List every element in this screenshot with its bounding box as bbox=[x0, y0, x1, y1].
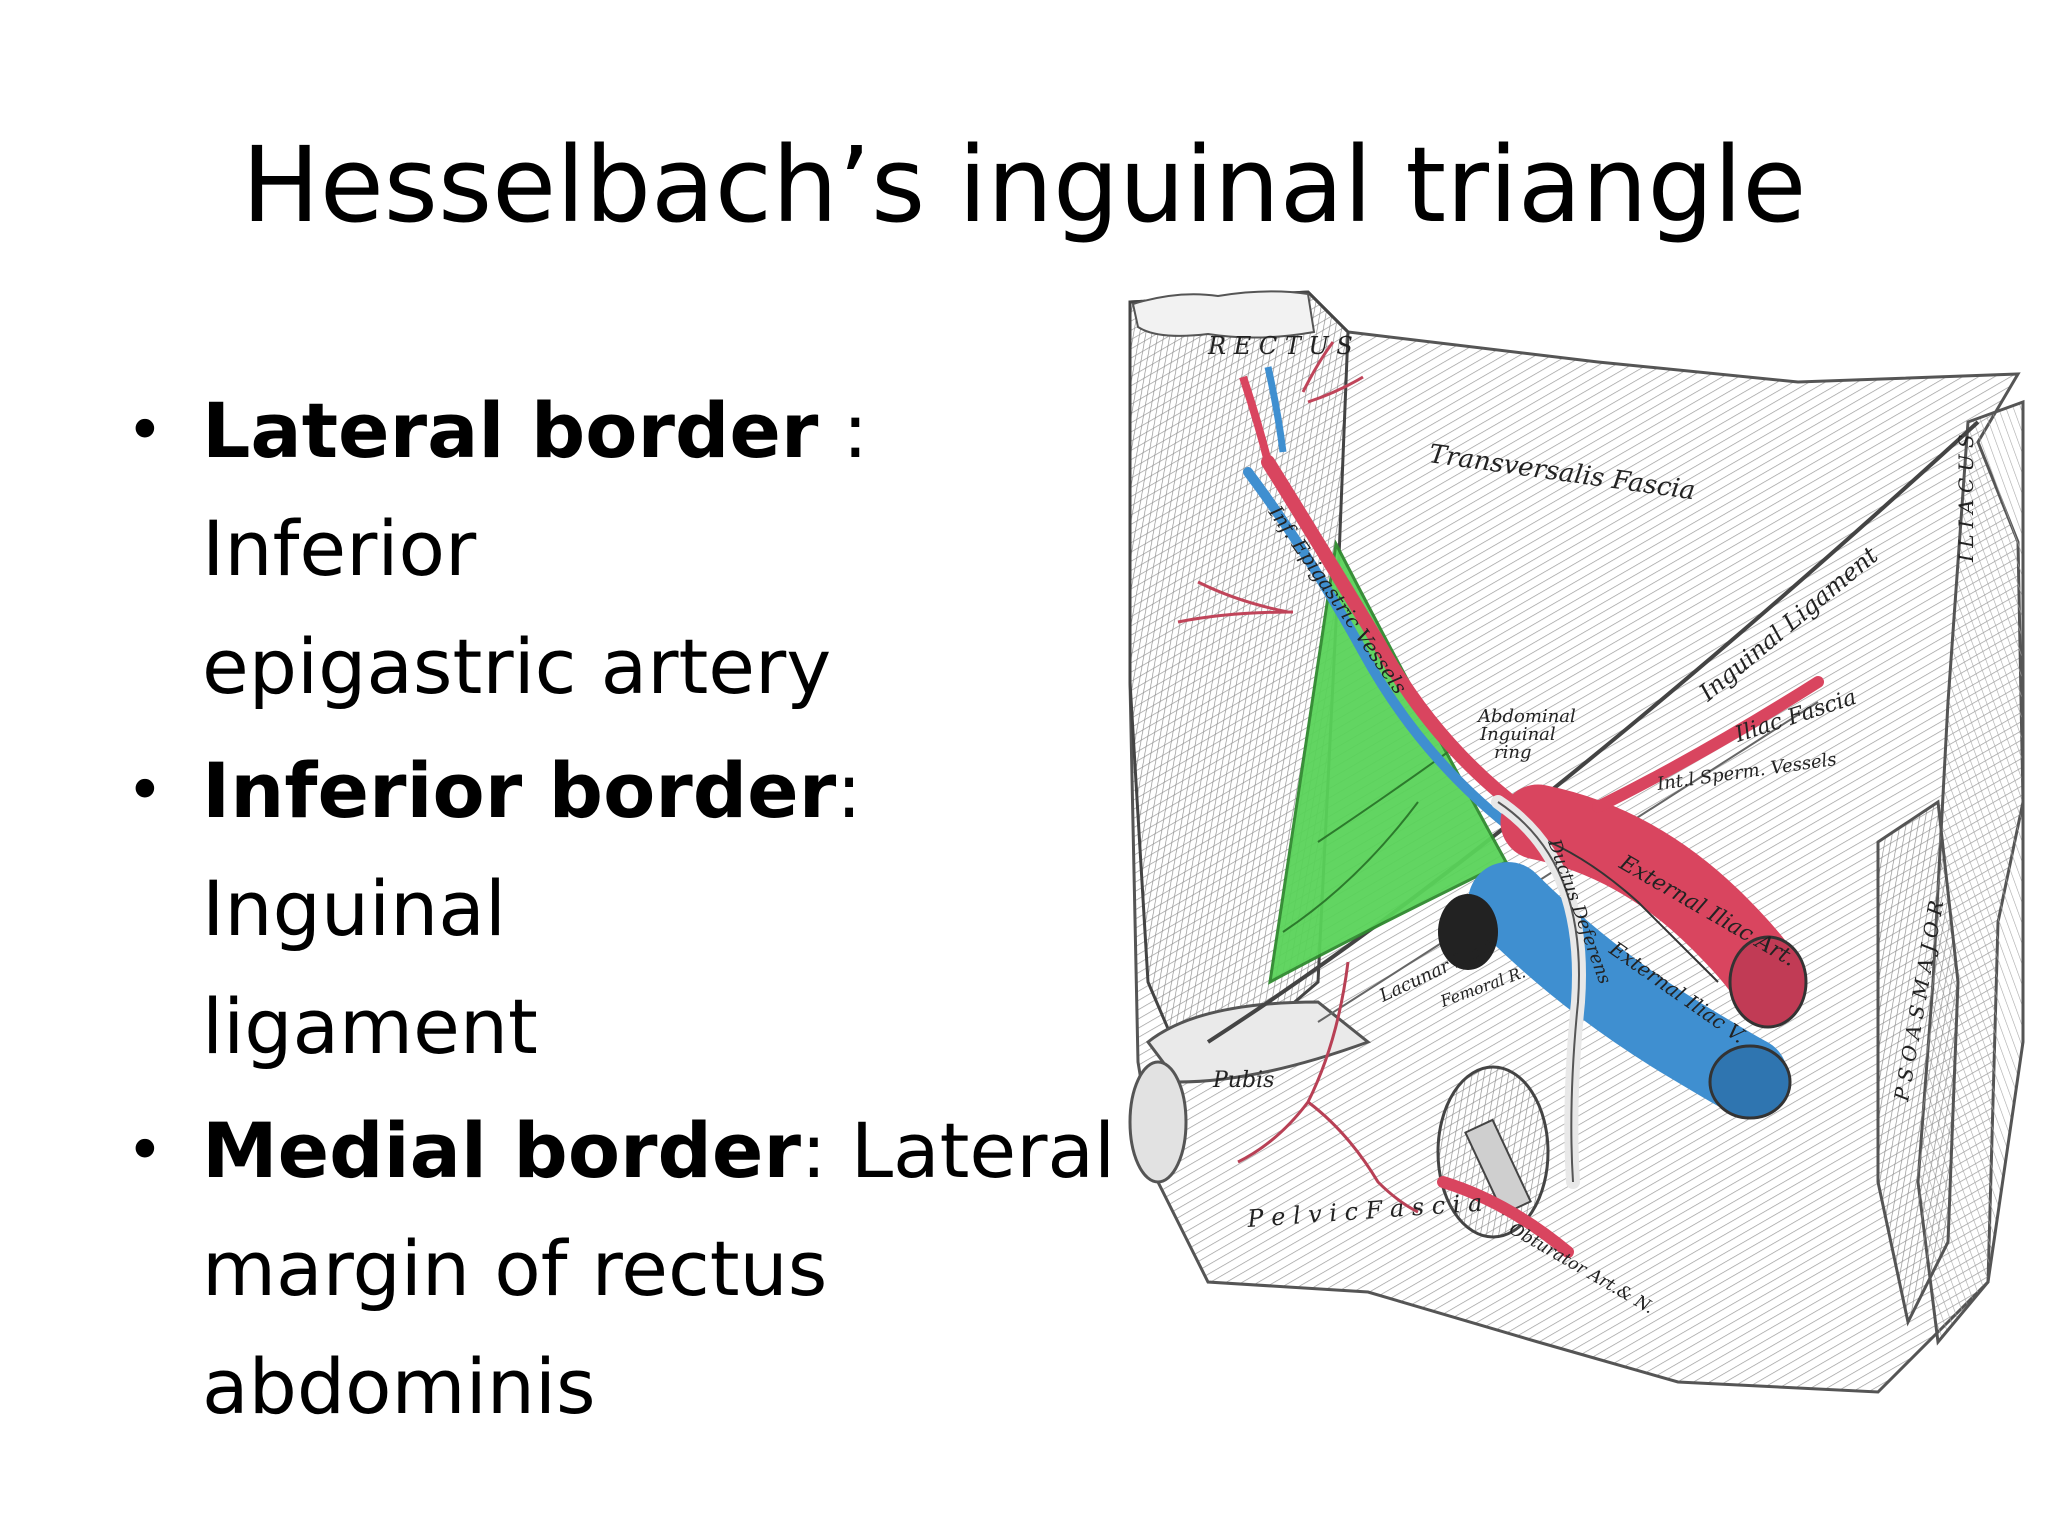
bullet-desc-cont: margin of rectus abdominis bbox=[202, 1224, 828, 1431]
bullet-icon: • bbox=[126, 754, 164, 828]
bullet-term: Lateral border bbox=[202, 386, 819, 475]
label-rectus: R E C T U S bbox=[1207, 332, 1353, 360]
bullet-lateral-border: • Lateral border : Inferior epigastric a… bbox=[118, 372, 1118, 726]
anatomy-illustration: R E C T U S Transversalis Fascia Inguina… bbox=[1118, 282, 2033, 1412]
bullet-icon: • bbox=[126, 1114, 164, 1188]
label-abdominal-ring-1: Abdominal bbox=[1476, 706, 1576, 727]
anatomy-svg: R E C T U S Transversalis Fascia Inguina… bbox=[1128, 290, 2025, 1394]
psoas-muscle bbox=[1876, 799, 1960, 1327]
femoral-ring bbox=[1438, 894, 1498, 970]
bullet-desc-cont: epigastric artery bbox=[202, 622, 832, 711]
obturator-artery bbox=[1437, 1176, 1574, 1258]
slide-title: Hesselbach’s inguinal triangle bbox=[241, 124, 1807, 246]
label-iliacus: I L I A C U S bbox=[1954, 434, 1978, 563]
label-abdominal-ring-2: Inguinal bbox=[1479, 724, 1556, 745]
bullet-list: • Lateral border : Inferior epigastric a… bbox=[118, 372, 1118, 1446]
bullet-desc: Inferior bbox=[202, 504, 477, 593]
bullet-icon: • bbox=[126, 394, 164, 468]
label-pubis: Pubis bbox=[1212, 1068, 1274, 1093]
bullet-inferior-border: • Inferior border: Inguinal ligament bbox=[118, 732, 1118, 1086]
epigastric-vein bbox=[1243, 467, 1528, 842]
bullet-desc: Lateral bbox=[850, 1106, 1116, 1195]
bullet-desc-cont: ligament bbox=[202, 982, 538, 1071]
bullet-term: Medial border bbox=[202, 1106, 801, 1195]
epigastric-artery bbox=[1261, 455, 1545, 829]
bullet-desc: Inguinal bbox=[202, 864, 506, 953]
bullet-medial-border: • Medial border: Lateral margin of rectu… bbox=[118, 1092, 1118, 1446]
bullet-term: Inferior border bbox=[202, 746, 837, 835]
inguinal-ligament bbox=[1206, 420, 1980, 1044]
pubis-bone bbox=[1145, 1000, 1372, 1084]
hesselbach-triangle bbox=[1268, 539, 1509, 985]
label-abdominal-ring-3: ring bbox=[1494, 742, 1531, 763]
